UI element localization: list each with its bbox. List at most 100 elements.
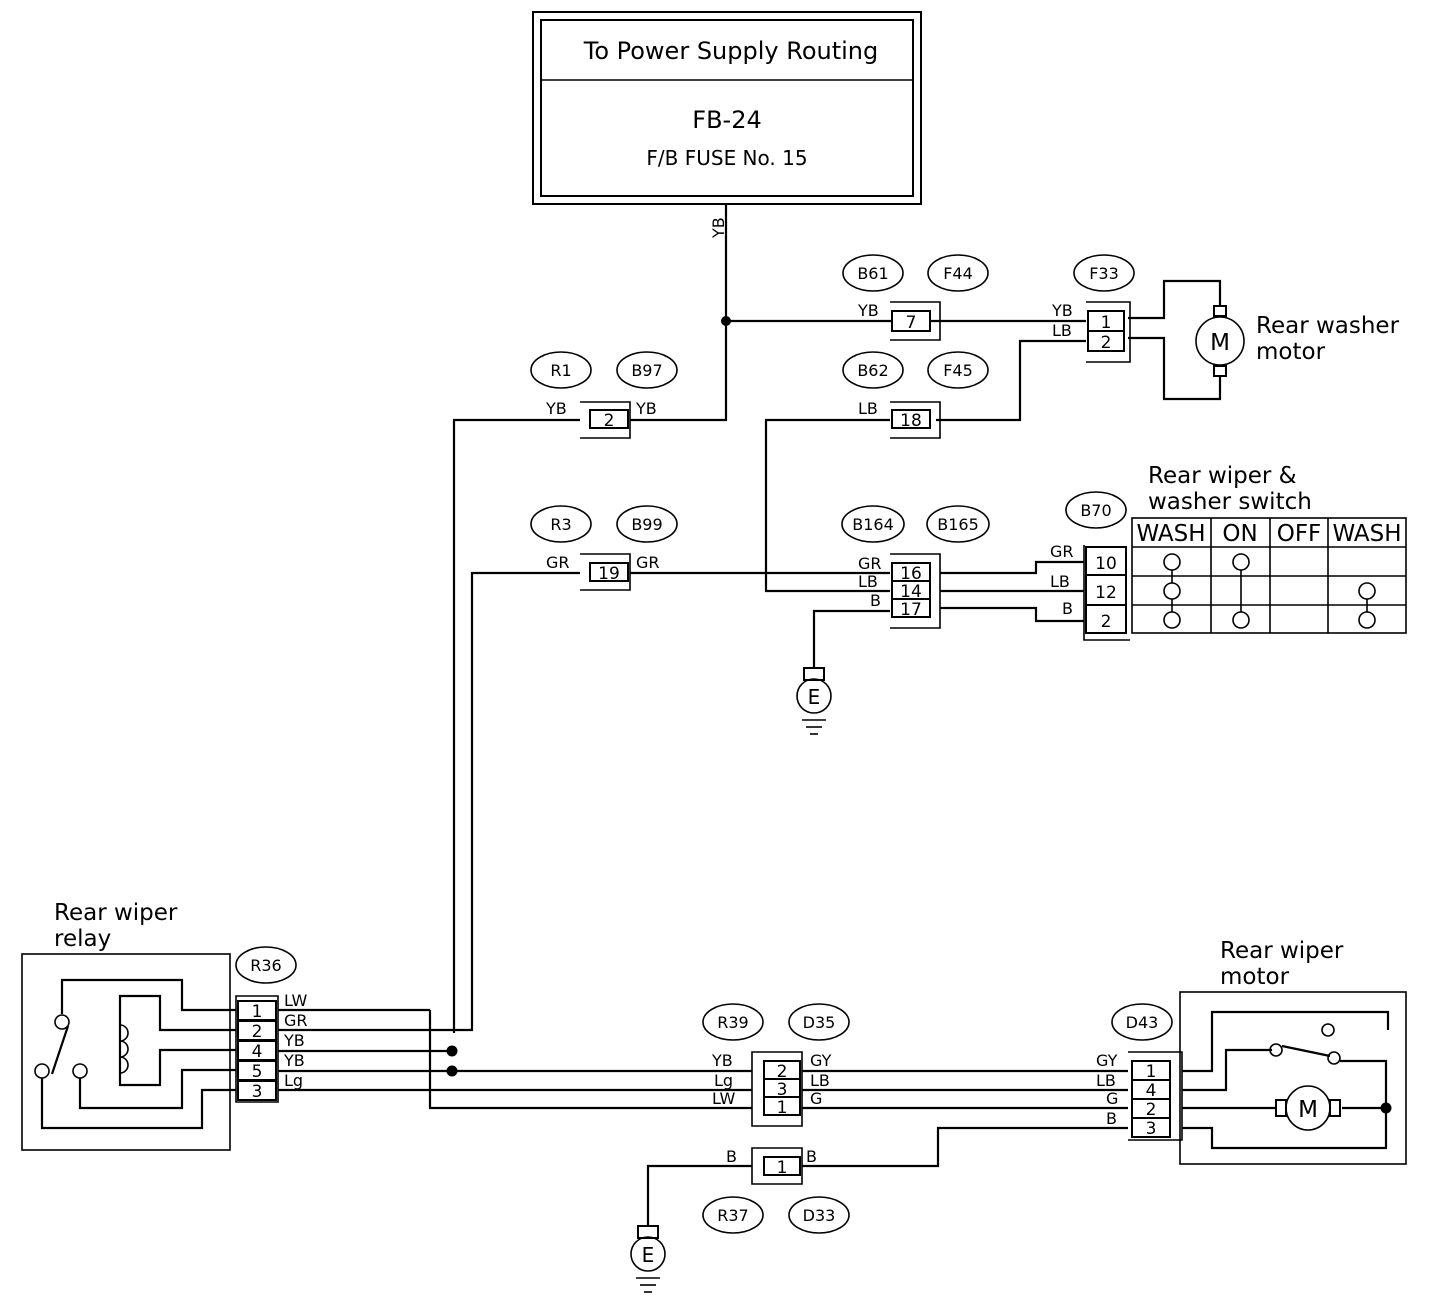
wire-label: B bbox=[1106, 1109, 1117, 1128]
connector-b99: B99 bbox=[616, 505, 678, 543]
wire-label: LB bbox=[1052, 321, 1072, 340]
svg-text:B97: B97 bbox=[631, 361, 662, 380]
svg-text:F45: F45 bbox=[943, 361, 973, 380]
rear-washer-motor-label: Rear washer bbox=[1256, 313, 1400, 339]
wire-label: GR bbox=[858, 554, 882, 573]
svg-text:2: 2 bbox=[604, 411, 615, 431]
svg-text:17: 17 bbox=[900, 600, 922, 620]
junction-dot bbox=[446, 1045, 458, 1057]
wire-label: LB bbox=[858, 572, 878, 591]
wiper-motor-label: motor bbox=[1220, 964, 1290, 990]
rear-wiper-relay: Rear wiper relay bbox=[21, 900, 231, 1151]
svg-text:1: 1 bbox=[252, 1002, 263, 1022]
switch-header: WASH bbox=[1332, 521, 1401, 547]
svg-text:2: 2 bbox=[1101, 333, 1112, 353]
svg-text:3: 3 bbox=[252, 1082, 263, 1102]
svg-text:D33: D33 bbox=[803, 1206, 836, 1225]
svg-text:4: 4 bbox=[1146, 1081, 1157, 1101]
svg-text:4: 4 bbox=[252, 1042, 263, 1062]
svg-text:14: 14 bbox=[900, 582, 922, 602]
rear-washer-motor-label: motor bbox=[1256, 339, 1326, 365]
ground-lower: E bbox=[630, 1225, 666, 1293]
connector-block-b61-f44: 7 bbox=[890, 301, 941, 341]
power-supply-routing-label: To Power Supply Routing bbox=[583, 37, 879, 65]
connector-block-b164-b165: 16 14 17 bbox=[890, 553, 941, 629]
switch-header: WASH bbox=[1136, 521, 1205, 547]
svg-text:1: 1 bbox=[1101, 313, 1112, 333]
wire-label: YB bbox=[283, 1051, 305, 1070]
connector-b164: B164 bbox=[841, 505, 905, 543]
switch-label: washer switch bbox=[1148, 489, 1312, 515]
wire-label: YB bbox=[635, 399, 657, 418]
connector-block-d43: 1 4 2 3 bbox=[1128, 1051, 1183, 1141]
svg-text:F33: F33 bbox=[1089, 264, 1119, 283]
svg-text:1: 1 bbox=[777, 1098, 788, 1118]
svg-text:16: 16 bbox=[900, 564, 922, 584]
wires bbox=[40, 204, 1392, 1226]
wire-label: G bbox=[810, 1089, 822, 1108]
svg-text:2: 2 bbox=[1101, 612, 1112, 632]
switch-table: WASH ON OFF WASH bbox=[1131, 517, 1407, 634]
wire-label: YB bbox=[1051, 301, 1073, 320]
wire-label: YB bbox=[545, 399, 567, 418]
svg-text:B99: B99 bbox=[631, 515, 662, 534]
svg-text:R37: R37 bbox=[717, 1206, 748, 1225]
fuse-description: F/B FUSE No. 15 bbox=[646, 146, 807, 170]
wire-label: LB bbox=[858, 399, 878, 418]
svg-text:12: 12 bbox=[1095, 583, 1117, 603]
wire-label: B bbox=[870, 591, 881, 610]
svg-text:D35: D35 bbox=[803, 1013, 836, 1032]
connector-f45: F45 bbox=[927, 351, 989, 389]
svg-text:5: 5 bbox=[252, 1062, 263, 1082]
switch-header: OFF bbox=[1277, 521, 1322, 547]
wire-label: GY bbox=[810, 1051, 832, 1070]
switch-header: ON bbox=[1222, 521, 1257, 547]
connector-block-r3-b99: 19 bbox=[580, 553, 631, 591]
connector-r37: R37 bbox=[702, 1196, 764, 1234]
svg-text:2: 2 bbox=[1146, 1100, 1157, 1120]
relay-label: relay bbox=[54, 926, 111, 952]
svg-text:2: 2 bbox=[252, 1022, 263, 1042]
junction-dot bbox=[446, 1065, 458, 1077]
connector-b70: B70 bbox=[1065, 491, 1127, 529]
connector-f44: F44 bbox=[927, 254, 989, 292]
wire-label: LB bbox=[1096, 1071, 1116, 1090]
connector-d33: D33 bbox=[788, 1196, 850, 1234]
relay-label: Rear wiper bbox=[54, 900, 178, 926]
wire-color-labels: YB YB YB LB YB YB LB GR GR GR LB B GR LB… bbox=[283, 217, 1118, 1166]
wire-label: GR bbox=[546, 553, 570, 572]
svg-text:10: 10 bbox=[1095, 554, 1117, 574]
motor-icon: M bbox=[1298, 1097, 1318, 1123]
connector-block-r39-d35: 2 3 1 bbox=[751, 1051, 803, 1127]
rear-washer-motor: M Rear washer motor bbox=[1195, 305, 1400, 377]
svg-text:R36: R36 bbox=[250, 956, 281, 975]
wire-label: LW bbox=[284, 991, 307, 1010]
connector-d35: D35 bbox=[788, 1003, 850, 1041]
svg-text:R39: R39 bbox=[717, 1013, 748, 1032]
connector-b62: B62 bbox=[842, 351, 904, 389]
ground-icon: E bbox=[808, 685, 821, 709]
svg-text:R3: R3 bbox=[550, 515, 571, 534]
ground-icon: E bbox=[642, 1243, 655, 1267]
connector-block-r1-b97: 2 bbox=[580, 401, 631, 439]
wire-label: GY bbox=[1096, 1051, 1118, 1070]
svg-text:B164: B164 bbox=[852, 515, 894, 534]
connector-b165: B165 bbox=[926, 505, 990, 543]
wire-label: B bbox=[806, 1147, 817, 1166]
connector-block-f33: 1 2 bbox=[1086, 301, 1131, 363]
wire-label: Lg bbox=[284, 1071, 303, 1090]
wire-label: YB bbox=[283, 1031, 305, 1050]
wire-label: G bbox=[1106, 1089, 1118, 1108]
svg-text:7: 7 bbox=[906, 313, 917, 333]
wire-label: YB bbox=[711, 1051, 733, 1070]
svg-text:18: 18 bbox=[900, 411, 922, 431]
svg-text:B70: B70 bbox=[1080, 501, 1111, 520]
wire-label: Lg bbox=[714, 1071, 733, 1090]
switch-label: Rear wiper & bbox=[1148, 463, 1297, 489]
connector-block-r36: 1 2 4 5 3 bbox=[235, 995, 279, 1103]
connector-r36: R36 bbox=[235, 946, 297, 984]
connector-block-b62-f45: 18 bbox=[890, 401, 941, 439]
wire-label: LB bbox=[1050, 572, 1070, 591]
svg-text:F44: F44 bbox=[943, 264, 973, 283]
